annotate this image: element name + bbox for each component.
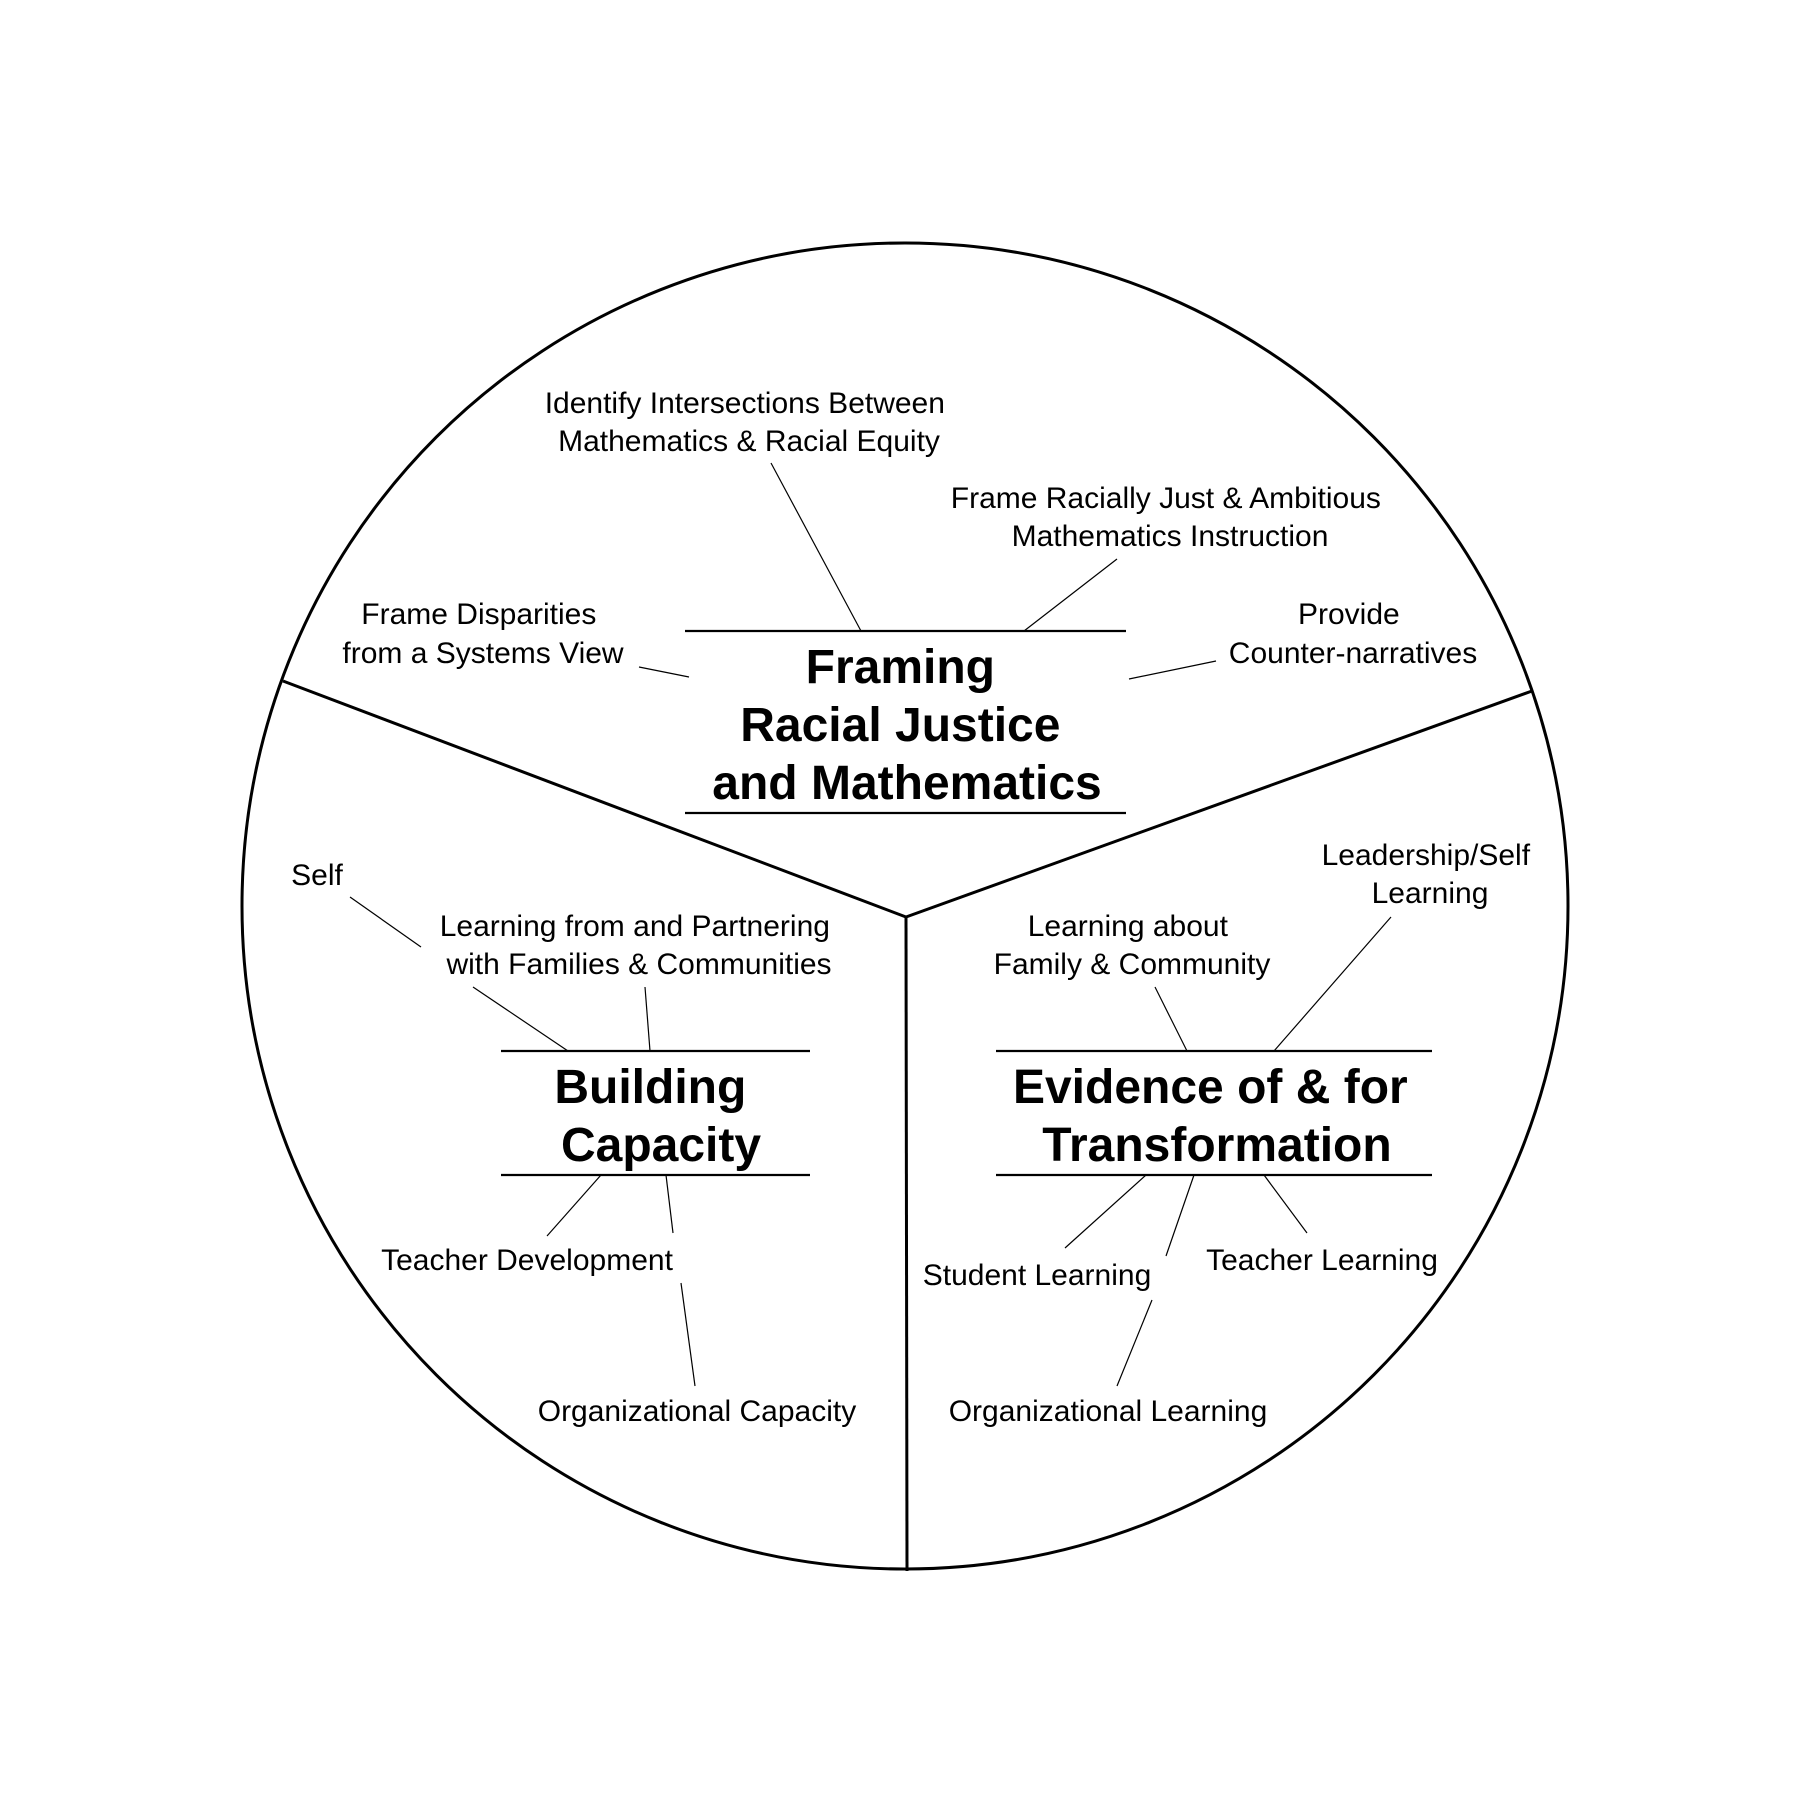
building-title: Building Capacity [554,1061,761,1172]
evidence-title: Evidence of & for Transformation [1013,1061,1421,1172]
label-provide-counter-narratives: Provide Counter-narratives [1229,598,1477,670]
divider-right [905,689,1533,919]
leader-organizational-learning-upper [1165,1174,1195,1257]
leader-leadership-self-learning [1273,916,1392,1052]
leader-learning-from-partnering-left [472,986,569,1052]
label-frame-disparities: Frame Disparities from a Systems View [342,598,624,670]
leader-teacher-development [546,1174,602,1237]
leader-learning-about-family [1154,986,1188,1052]
sector-dividers [282,679,1533,1572]
label-teacher-learning: Teacher Learning [1206,1244,1438,1277]
leader-frame-racially-just [1023,558,1118,632]
label-self: Self [291,859,343,892]
label-frame-racially-just: Frame Racially Just & Ambitious Mathemat… [951,482,1389,553]
leader-teacher-learning [1263,1174,1308,1234]
leader-frame-disparities [638,666,690,678]
label-organizational-capacity: Organizational Capacity [538,1395,857,1428]
leader-student-learning [1064,1174,1147,1249]
outer-circle [240,241,1570,1571]
leader-provide-counter-narratives [1128,660,1217,680]
leader-identify-intersections [770,462,862,632]
sector-framing: Framing Racial Justice and Mathematics I… [342,387,1477,815]
leader-learning-from-partnering-right [644,986,651,1052]
leader-organizational-capacity-upper [665,1174,674,1234]
sector-evidence: Evidence of & for Transformation Leaders… [923,839,1539,1428]
label-student-learning: Student Learning [923,1259,1152,1292]
leader-organizational-learning-lower [1116,1299,1153,1387]
label-identify-intersections: Identify Intersections Between Mathemati… [545,387,954,458]
label-learning-about-family: Learning about Family & Community [994,910,1271,981]
leader-organizational-capacity-lower [680,1282,696,1387]
framing-title: Framing Racial Justice and Mathematics [712,641,1101,810]
leader-self [349,896,422,948]
divider-bottom [904,916,909,1572]
label-teacher-development: Teacher Development [381,1244,673,1277]
divider-left [282,679,907,919]
label-organizational-learning: Organizational Learning [949,1395,1268,1428]
sector-building-capacity: Building Capacity Self Learning from and… [291,859,856,1428]
label-leadership-self-learning: Leadership/Self Learning [1322,839,1539,910]
label-learning-from-partnering: Learning from and Partnering with Famili… [440,910,839,981]
